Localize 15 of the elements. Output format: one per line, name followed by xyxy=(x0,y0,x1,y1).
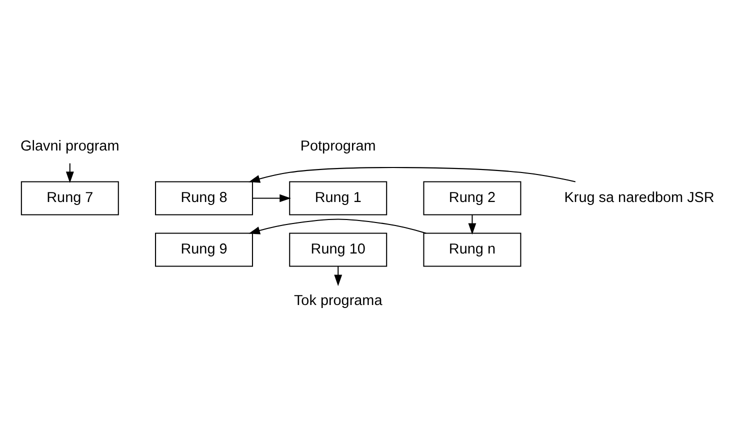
arrow xyxy=(248,218,426,234)
node-box: Rung n xyxy=(423,232,522,267)
arrow xyxy=(248,167,576,183)
arrow xyxy=(334,266,342,286)
node-box: Rung 7 xyxy=(20,181,119,216)
node-text: Tok programa xyxy=(294,293,382,310)
node-text: Krug sa naredbom JSR xyxy=(564,190,714,206)
arrow xyxy=(252,194,291,202)
node-text: Glavni program xyxy=(20,138,120,154)
node-box: Rung 2 xyxy=(423,181,522,216)
node-box: Rung 8 xyxy=(155,181,253,216)
label: Potprogram xyxy=(300,138,376,154)
node-box: Rung 9 xyxy=(155,232,253,267)
node-box: Rung 1 xyxy=(289,181,388,216)
node-box: Rung 10 xyxy=(289,232,388,267)
